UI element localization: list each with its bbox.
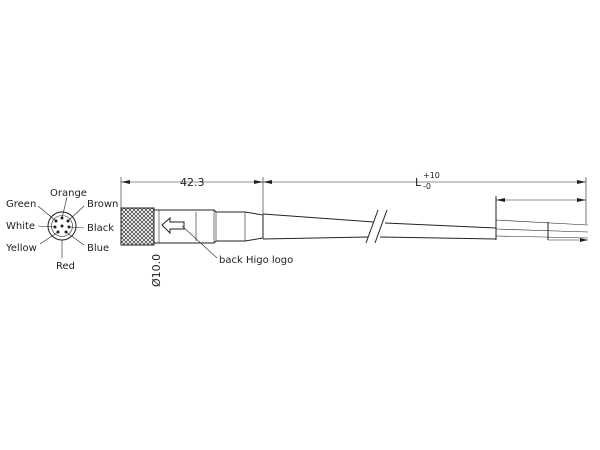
pin-label-green: Green <box>6 199 36 210</box>
cable <box>262 196 589 244</box>
dimension-tolerance-upper: +10 <box>423 171 440 180</box>
pin-label-brown: Brown <box>87 199 118 210</box>
dimension-cable-length: L <box>415 176 422 189</box>
pinout-face-view: Orange Green Brown White Black Yellow Bl… <box>5 188 118 272</box>
logo-callout: back Higo logo <box>181 225 293 266</box>
pin-leader-lines <box>37 196 85 258</box>
dimension-connector-length: 42.3 <box>180 176 205 189</box>
pin-label-white: White <box>6 221 35 232</box>
logo-arrow-icon <box>161 216 185 235</box>
dimension-tolerance-lower: -0 <box>423 182 431 191</box>
cable-break-mark <box>365 209 379 244</box>
stripped-conductor <box>495 219 589 226</box>
stripped-conductor <box>495 228 589 233</box>
pin-label-blue: Blue <box>87 243 109 254</box>
stripped-conductor <box>495 235 589 239</box>
pin-label-black: Black <box>87 223 114 234</box>
connector-side-view <box>120 207 264 246</box>
dimension-diameter: Ø10.0 <box>150 254 163 287</box>
connector-body <box>153 209 264 244</box>
pin-label-orange: Orange <box>50 188 87 199</box>
knurled-coupling-nut <box>120 207 155 246</box>
connector-face-inner <box>51 215 73 237</box>
cable-break-mark <box>374 209 388 244</box>
pin-label-yellow: Yellow <box>5 243 37 254</box>
dimension-lines <box>120 177 587 224</box>
contact-pins <box>53 216 71 234</box>
pin-label-red: Red <box>56 261 75 272</box>
logo-callout-text: back Higo logo <box>219 255 293 266</box>
